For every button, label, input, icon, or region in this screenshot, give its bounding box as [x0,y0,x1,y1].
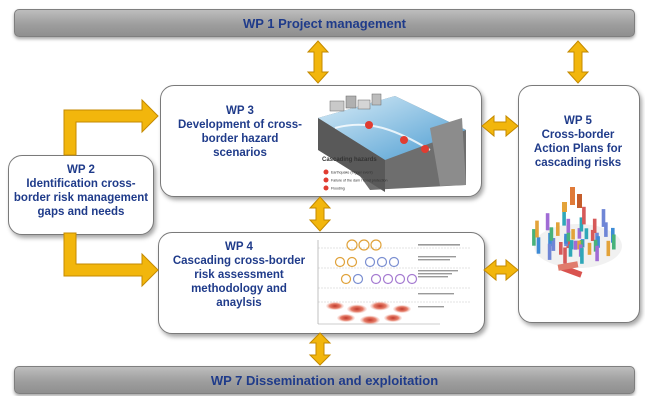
hazard-heading: Cascading hazards [322,157,377,163]
wp1-title: WP 1 Project management [242,15,407,31]
wp2-line: gaps and needs [37,206,125,218]
wp4-line: Cascading cross-border [172,255,306,267]
hazard-legend-item: Failure of the dam / flood protection [331,179,388,183]
wp2-line: Identification cross- [26,178,136,190]
domino [612,234,616,250]
wp3-line: Development of cross- [178,119,302,131]
wp3-number: WP 3 [226,105,254,117]
domino [566,231,571,242]
hazard-legend: Earthquake (trigger event) Failure of th… [323,169,388,191]
hazard-illustration [318,93,466,192]
wp2-to-wp4-arrow [63,232,159,288]
wp7-bar: WP 7 Dissemination and exploitation [14,366,635,394]
domino [587,242,592,255]
wp1-wp3-double-arrow [306,40,330,84]
wp4-text: WP 4 Cascading cross-border risk assessm… [160,240,318,310]
wp3-line: border hazard [201,133,279,145]
domino [562,208,566,226]
domino [536,237,541,254]
wp3-wp5-double-arrow [481,114,519,138]
domino [545,213,550,231]
domino [566,218,571,233]
wp3-line: scenarios [213,147,267,159]
hazard-legend-item: Flooding [331,187,345,191]
domino [566,238,570,249]
domino [549,227,554,241]
domino [551,238,556,251]
domino [570,187,575,205]
domino [532,229,536,246]
domino [595,245,599,262]
wp2-text: WP 2 Identification cross- border risk m… [8,163,154,219]
cascade-network-illustration [317,239,470,325]
domino [596,236,600,248]
domino [601,209,606,227]
wp2-to-wp3-arrow [63,98,159,156]
wp4-number: WP 4 [225,241,253,253]
domino [573,240,578,250]
domino [571,229,575,240]
wp7-title: WP 7 Dissemination and exploitation [210,372,439,388]
domino [582,206,586,225]
wp4-line: risk assessment [194,269,284,281]
wp4-box [158,232,485,334]
domino [556,222,560,236]
wp1-bar: WP 1 Project management [14,9,635,37]
domino [580,248,584,264]
domino [577,194,582,208]
wp5-line: Cross-border [541,129,615,141]
domino [564,233,568,244]
domino [592,218,597,233]
wp5-line: cascading risks [534,157,622,169]
wp5-line: Action Plans for [533,143,623,155]
wp4-line: methodology and [191,283,287,295]
domino [563,247,567,264]
domino [577,228,582,239]
domino [604,222,608,237]
wp5-number: WP 5 [564,115,592,127]
domino-set [532,187,616,264]
domino [535,220,539,238]
wp1-wp5-double-arrow [566,40,590,84]
domino [606,240,611,257]
wp4-line: anaylsis [216,297,262,309]
wp4-wp7-double-arrow [308,332,332,366]
wp2-box [8,155,154,235]
domino [568,244,573,257]
domino [584,228,589,240]
domino [579,217,584,232]
wp3-wp4-double-arrow [308,196,332,232]
domino-spiral-illustration [532,187,622,278]
domino [547,243,552,260]
domino [559,242,563,255]
wp4-wp5-double-arrow [483,258,519,282]
domino [590,229,595,241]
wp2-number: WP 2 [67,164,95,176]
wp5-text: WP 5 Cross-border Action Plans for casca… [518,114,638,170]
wp2-line: border risk management [13,192,149,204]
domino [579,240,584,249]
hazard-legend-item: Earthquake (trigger event) [331,171,373,175]
domino [562,202,567,212]
wp3-text: WP 3 Development of cross- border hazard… [165,104,315,160]
